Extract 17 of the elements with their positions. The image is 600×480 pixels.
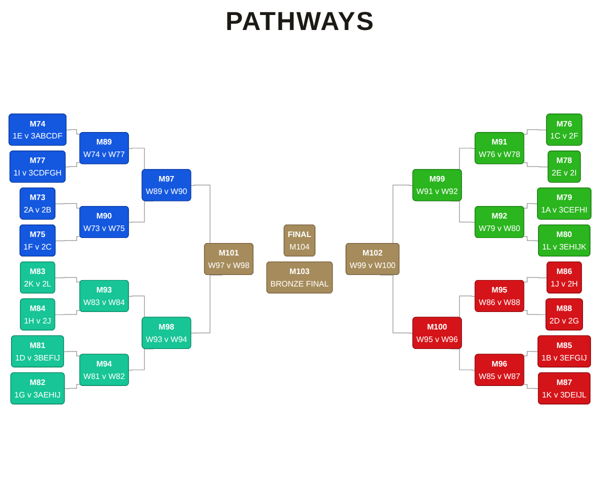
connector [523, 203, 538, 208]
connector [523, 236, 540, 242]
connector [55, 203, 81, 208]
connector [64, 351, 81, 356]
connector [64, 384, 81, 389]
diagram-title: PATHWAYS [225, 6, 375, 36]
connector [523, 351, 538, 356]
connector [523, 277, 548, 282]
connector [55, 236, 81, 242]
connector [65, 162, 81, 168]
connector [523, 162, 549, 168]
connector [523, 129, 548, 135]
connector [523, 384, 539, 389]
connector [54, 310, 81, 316]
connector [523, 310, 546, 316]
connector [54, 277, 81, 282]
connector [66, 129, 81, 135]
